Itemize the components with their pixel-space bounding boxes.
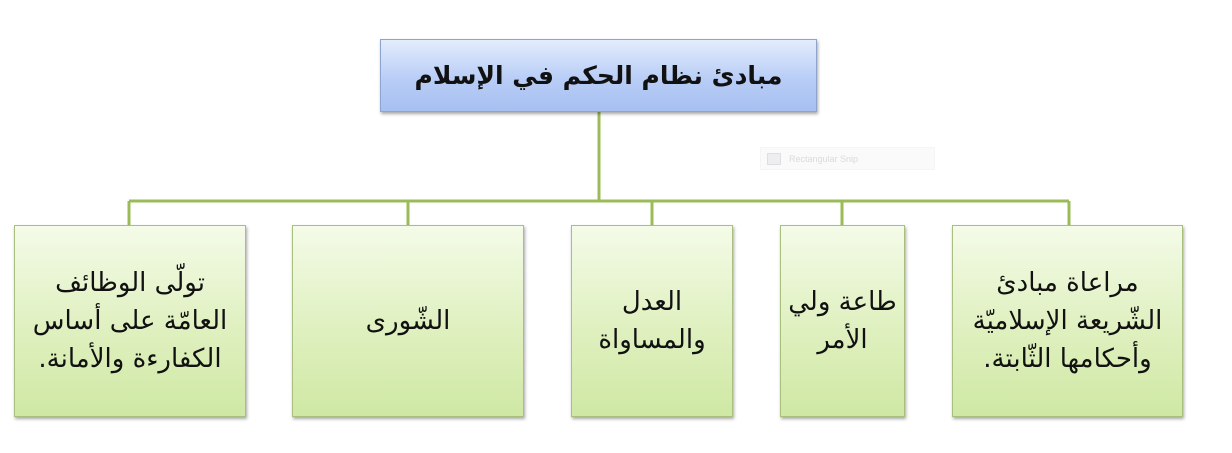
child-node-obedience: طاعة ولي الأمر — [780, 225, 905, 417]
child-node-label: العدل والمساواة — [598, 287, 706, 355]
child-node-public-office: تولّى الوظائف العامّة على أساس الكفارءة … — [14, 225, 246, 417]
child-node-shura: الشّورى — [292, 225, 524, 417]
child-node-justice-equality: العدل والمساواة — [571, 225, 733, 417]
child-node-label: مراعاة مبادئ الشّريعة الإسلاميّة وأحكامه… — [972, 268, 1163, 374]
child-node-label: الشّورى — [365, 306, 451, 336]
root-node: مبادئ نظام الحكم في الإسلام — [380, 39, 817, 112]
child-node-label: طاعة ولي الأمر — [788, 287, 897, 355]
scissors-icon — [767, 152, 781, 165]
root-node-label: مبادئ نظام الحكم في الإسلام — [414, 61, 783, 90]
child-node-sharia-principles: مراعاة مبادئ الشّريعة الإسلاميّة وأحكامه… — [952, 225, 1183, 417]
rectangular-snip-tooltip: Rectangular Snip — [760, 147, 935, 170]
child-node-label: تولّى الوظائف العامّة على أساس الكفارءة … — [32, 268, 228, 374]
tooltip-label: Rectangular Snip — [789, 153, 859, 164]
